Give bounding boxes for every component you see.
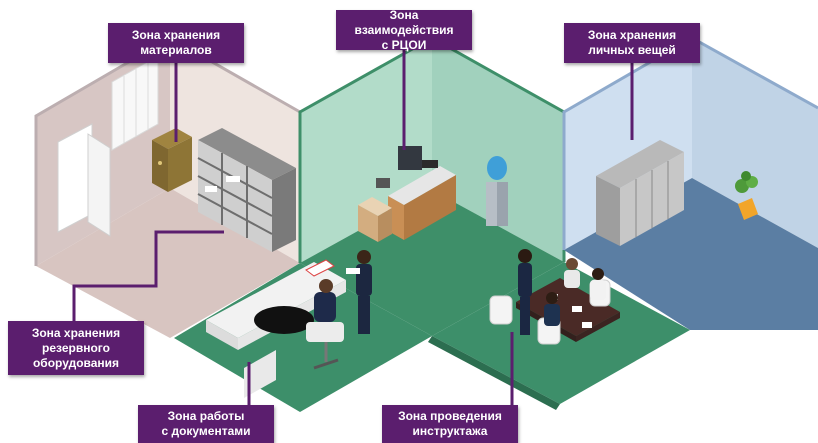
- callout-lines: [72, 50, 634, 405]
- documents-floor: [174, 263, 432, 412]
- potted-plant: [735, 171, 758, 220]
- door: [57, 123, 111, 237]
- zone-label-reserve-equipment: Зона хранения резервного оборудования: [8, 321, 144, 375]
- storage-rack: [197, 128, 296, 252]
- safe: [152, 128, 192, 192]
- callout-line-reserve: [72, 230, 224, 321]
- file-cabinet: [358, 197, 392, 242]
- meeting-table: [516, 278, 620, 342]
- zone-label-materials-storage: Зона хранения материалов: [108, 23, 244, 63]
- briefing-floor-edge: [428, 336, 560, 410]
- water-cooler: [486, 156, 508, 226]
- zone-label-rcoi-interaction: Зона взаимодействия с РЦОИ: [336, 8, 472, 52]
- zone-label-briefing: Зона проведения инструктажа: [382, 405, 518, 443]
- window-radiator: [111, 55, 159, 151]
- lockers: [596, 140, 684, 246]
- zone-label-documents-work: Зона работы с документами: [138, 405, 274, 443]
- rcoi-desk: [376, 146, 456, 240]
- right-room-outline: [562, 36, 818, 250]
- standing-employee: [346, 250, 372, 334]
- seated-employee: [306, 279, 344, 370]
- left-room-outline: [34, 36, 301, 266]
- zone-label-personal-belongings: Зона хранения личных вещей: [564, 23, 700, 63]
- briefing-participants: [518, 249, 606, 335]
